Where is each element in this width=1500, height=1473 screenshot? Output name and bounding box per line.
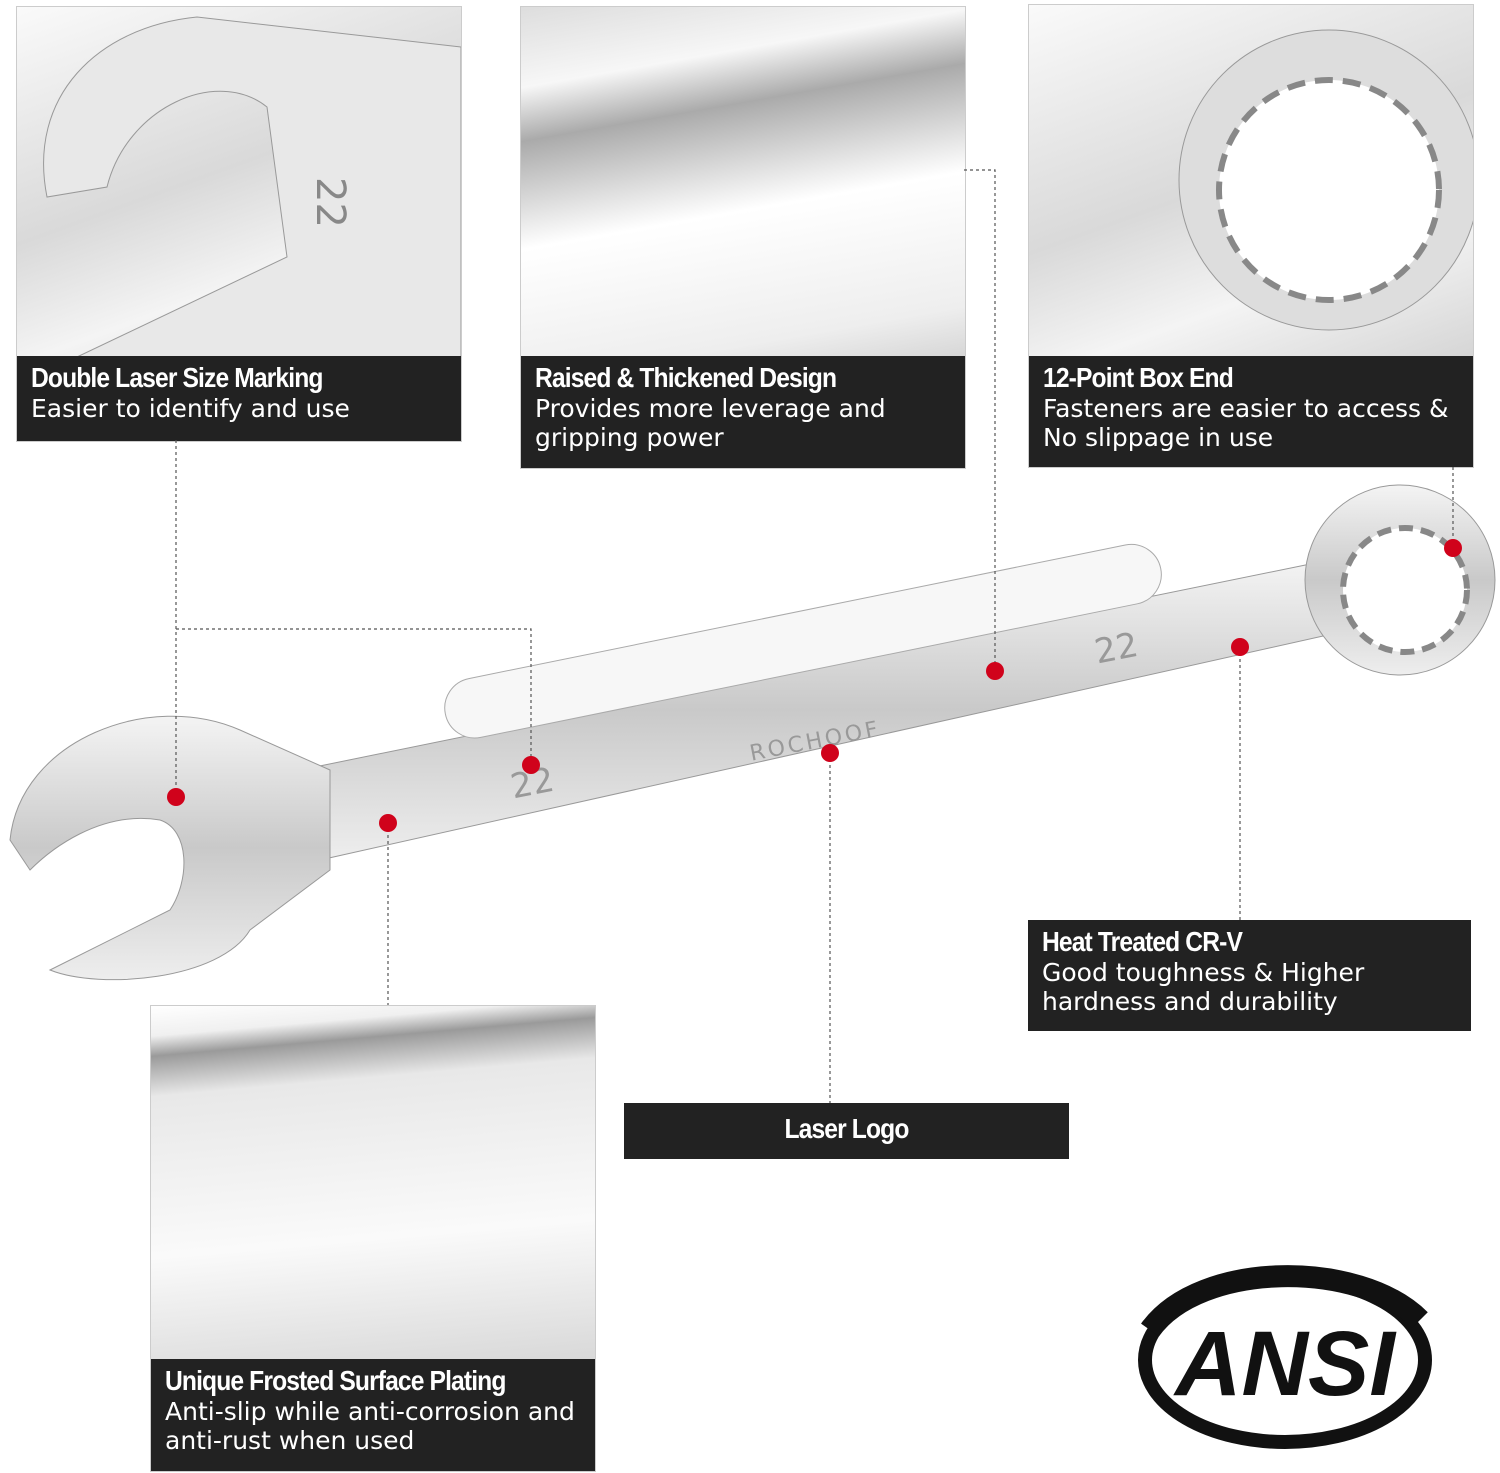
feature-label-laser-logo: Laser Logo bbox=[624, 1103, 1069, 1159]
feature-title: Heat Treated CR-V bbox=[1042, 926, 1243, 957]
frosted-surface-closeup: Unique Frosted Surface Plating Anti-slip… bbox=[150, 1005, 596, 1472]
box-end-closeup-image bbox=[1178, 29, 1473, 331]
size-marking-text: 22 bbox=[307, 177, 353, 228]
feature-subtitle: Easier to identify and use bbox=[31, 394, 350, 423]
feature-subtitle: Anti-slip while anti-corrosion and anti-… bbox=[165, 1397, 575, 1455]
feature-title: Unique Frosted Surface Plating bbox=[165, 1365, 506, 1396]
ansi-badge: ANSI bbox=[1138, 1265, 1432, 1449]
feature-subtitle: Provides more leverage and gripping powe… bbox=[535, 394, 886, 452]
box-end-closeup: 12-Point Box End Fasteners are easier to… bbox=[1028, 4, 1474, 468]
open-end-closeup-image: 22 bbox=[43, 16, 461, 358]
feature-label: Raised & Thickened Design Provides more … bbox=[521, 356, 965, 468]
feature-title: Laser Logo bbox=[784, 1113, 909, 1144]
feature-title: 12-Point Box End bbox=[1043, 362, 1234, 393]
feature-subtitle: Good toughness & Higher hardness and dur… bbox=[1042, 958, 1365, 1016]
feature-title: Raised & Thickened Design bbox=[535, 362, 837, 393]
feature-label: Double Laser Size Marking Easier to iden… bbox=[17, 356, 461, 441]
feature-label: Unique Frosted Surface Plating Anti-slip… bbox=[151, 1359, 595, 1471]
size-marking-closeup: 22 Double Laser Size Marking Easier to i… bbox=[16, 6, 462, 442]
size-marking-text: 22 bbox=[1091, 625, 1141, 673]
callout-dots bbox=[167, 539, 1462, 832]
feature-label-heat-treated: Heat Treated CR-V Good toughness & Highe… bbox=[1028, 920, 1471, 1031]
feature-title: Double Laser Size Marking bbox=[31, 362, 323, 393]
ansi-text: ANSI bbox=[1173, 1313, 1397, 1415]
feature-label: 12-Point Box End Fasteners are easier to… bbox=[1029, 356, 1473, 467]
thickened-design-closeup: Raised & Thickened Design Provides more … bbox=[520, 6, 966, 469]
feature-subtitle: Fasteners are easier to access & No slip… bbox=[1043, 394, 1449, 452]
callout-lines bbox=[175, 169, 1454, 1103]
